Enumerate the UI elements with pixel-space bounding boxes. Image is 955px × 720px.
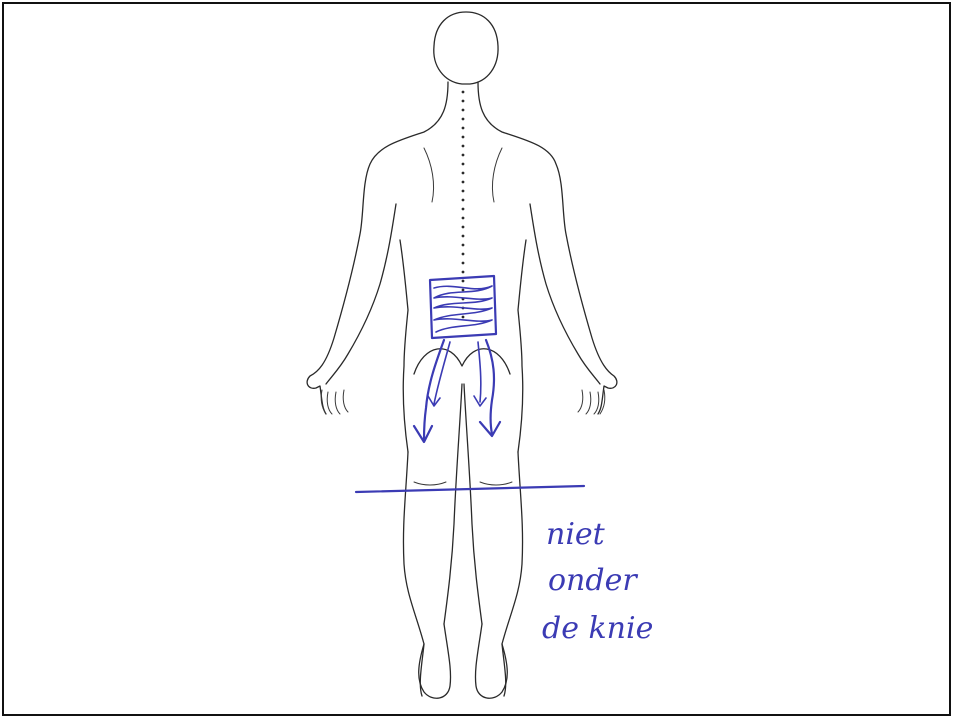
- feet: [419, 624, 508, 698]
- right-hand: [578, 390, 605, 414]
- note-line-1: niet: [546, 517, 606, 552]
- knee-creases: [414, 482, 512, 485]
- torso-outline: [307, 82, 617, 414]
- inner-arrows: [428, 342, 486, 406]
- head-outline: [434, 12, 498, 84]
- note-line-3: de knie: [542, 611, 653, 646]
- handwritten-note: niet onder de knie: [542, 517, 653, 646]
- spine-dots: [462, 91, 465, 319]
- buttocks: [414, 349, 510, 374]
- inner-legs: [444, 384, 482, 624]
- note-line-2: onder: [548, 563, 638, 598]
- inner-arm-lines: [326, 204, 600, 384]
- left-radiation-arrow: [414, 340, 444, 442]
- pain-markings: [356, 276, 584, 492]
- body-chart: niet onder de knie: [4, 4, 949, 714]
- left-hand: [321, 390, 348, 414]
